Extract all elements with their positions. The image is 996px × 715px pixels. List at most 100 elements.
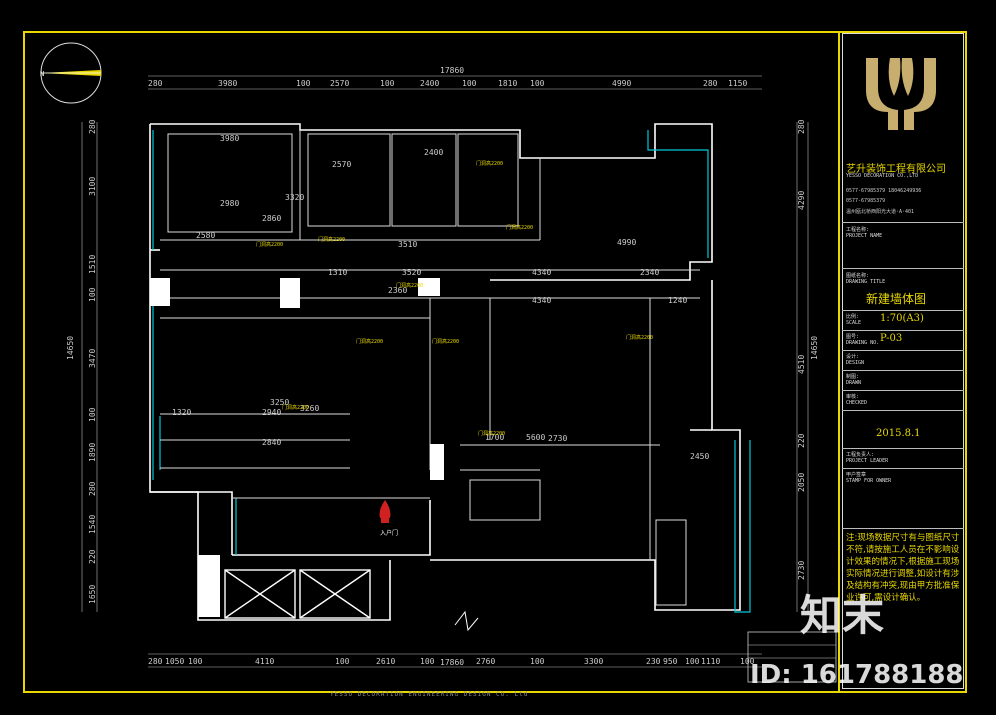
interior-dim-16: 3260 [300,404,320,413]
title-block-divider [842,370,964,371]
left-dim-10: 1650 [88,584,97,604]
top-dim-7: 1810 [498,79,518,88]
title-block-divider [842,468,964,469]
designer-label: 设计: [846,354,860,360]
drawing-title: 新建墙体图 [866,292,927,306]
door-opening-label-1: 门洞高2200 [318,237,346,243]
company-address: 温州瓯北桥西阳光大道·A·401 [846,209,915,215]
watermark-id: ID: 161788188 [750,660,964,690]
top-dim-3: 2570 [330,79,350,88]
interior-dim-5: 2860 [262,214,282,223]
footer-caption: YESSO DECORATION ENGINEERING DESIGN CO. … [330,691,529,698]
construction-note: 注:现场数据尺寸有与图纸尺寸不符,请按施工人员在不影响设计效果的情况下,根据施工… [846,533,960,603]
title-block-divider [842,410,964,411]
bottom-dim-13: 1110 [701,657,721,666]
company-tel-2: 0577-67985379 [846,198,886,204]
company-tel-1: 0577-67985379 18046249936 [846,188,922,194]
left-dim-6: 1890 [88,442,97,462]
scale-value: 1:70(A3) [880,313,924,324]
left-dim-3: 100 [88,287,97,302]
right-dim-4: 2050 [797,472,806,492]
overall-height-left: 14650 [66,335,75,360]
top-dim-6: 100 [462,79,477,88]
right-dim-2: 4510 [797,354,806,374]
interior-dim-6: 2580 [196,231,216,240]
watermark-brand: 知末 [800,591,885,640]
interior-dim-21: 1320 [172,408,192,417]
title-block-divider [842,222,964,223]
drawing-no-value: P-03 [880,333,903,344]
interior-dim-4: 2980 [220,199,240,208]
left-dim-0: 280 [88,119,97,134]
bottom-dim-0: 280 [148,657,163,666]
interior-dim-22: 5600 [526,433,546,442]
svg-text:N: N [40,70,44,78]
door-opening-label-4: 门洞高2200 [396,283,424,289]
interior-dim-13: 1310 [328,268,348,277]
scale-label-en: SCALE [846,320,862,326]
top-dim-2: 100 [296,79,311,88]
interior-dim-9: 4340 [532,296,552,305]
door-opening-label-2: 门洞高2200 [256,242,284,248]
bottom-dim-8: 100 [530,657,545,666]
left-dim-2: 1510 [88,254,97,274]
top-dim-10: 280 [703,79,718,88]
interior-dim-17: 2940 [262,408,282,417]
interior-dim-7: 4990 [617,238,637,247]
bottom-dim-10: 230 [646,657,661,666]
company-name-cn: 艺升装饰工程有限公司 [846,164,946,175]
left-dim-7: 280 [88,481,97,496]
title-block-inner [842,33,964,689]
bottom-dim-3: 4110 [255,657,275,666]
left-dim-9: 220 [88,549,97,564]
interior-dim-18: 2840 [262,438,282,447]
interior-dim-20: 2450 [690,452,710,461]
bottom-dim-4: 100 [335,657,350,666]
door-opening-label-5: 门洞高2200 [356,339,384,345]
title-block-divider [842,310,964,311]
title-block-divider [842,390,964,391]
entry-door-marker-icon [379,500,391,523]
left-dim-1: 3100 [88,176,97,196]
bottom-dim-2: 100 [188,657,203,666]
drawing-border-frame [23,31,967,693]
top-dim-0: 280 [148,79,163,88]
drafter-label-en: DRAWN [846,380,862,386]
entry-door-label: 入户门 [380,530,399,537]
bottom-dim-7: 2760 [476,657,496,666]
company-logo-icon [856,50,946,135]
interior-dim-15: 3250 [270,398,290,407]
drawing-no-label-en: DRAWING NO. [846,340,880,346]
top-dim-1: 3980 [218,79,238,88]
door-opening-label-3: 门洞高2200 [506,225,534,231]
interior-dim-23: 1700 [485,433,505,442]
stamp-table [747,631,837,683]
project-label-en: PROJECT NAME [846,233,883,239]
overall-height-right: 14650 [810,335,819,360]
top-dim-4: 100 [380,79,395,88]
drafter-label: 制图: [846,374,860,380]
company-name-en: YESSO DECORATION CO.,LTD [846,173,919,179]
title-block-divider [842,268,964,269]
door-opening-label-6: 门洞高2200 [432,339,460,345]
interior-dim-14: 3520 [402,268,422,277]
right-dim-0: 280 [797,119,806,134]
title-block-divider [842,528,964,529]
checker-label: 审核: [846,394,860,400]
bottom-dim-6: 100 [420,657,435,666]
interior-dim-24: 2360 [388,286,408,295]
interior-dim-0: 3980 [220,134,240,143]
bottom-dim-11: 950 [663,657,678,666]
project-leader-label-en: PROJECT LEADER [846,458,889,464]
left-dim-4: 3470 [88,348,97,368]
door-opening-label-0: 门洞高2200 [476,161,504,167]
overall-width-bottom: 17860 [440,658,465,667]
stamp-label: 甲户签章 [846,472,867,478]
title-block [838,31,969,693]
title-block-divider [842,448,964,449]
door-opening-label-8: 门洞高2200 [282,405,310,411]
left-dim-8: 1540 [88,514,97,534]
date-value: 2015.8.1 [876,428,921,439]
